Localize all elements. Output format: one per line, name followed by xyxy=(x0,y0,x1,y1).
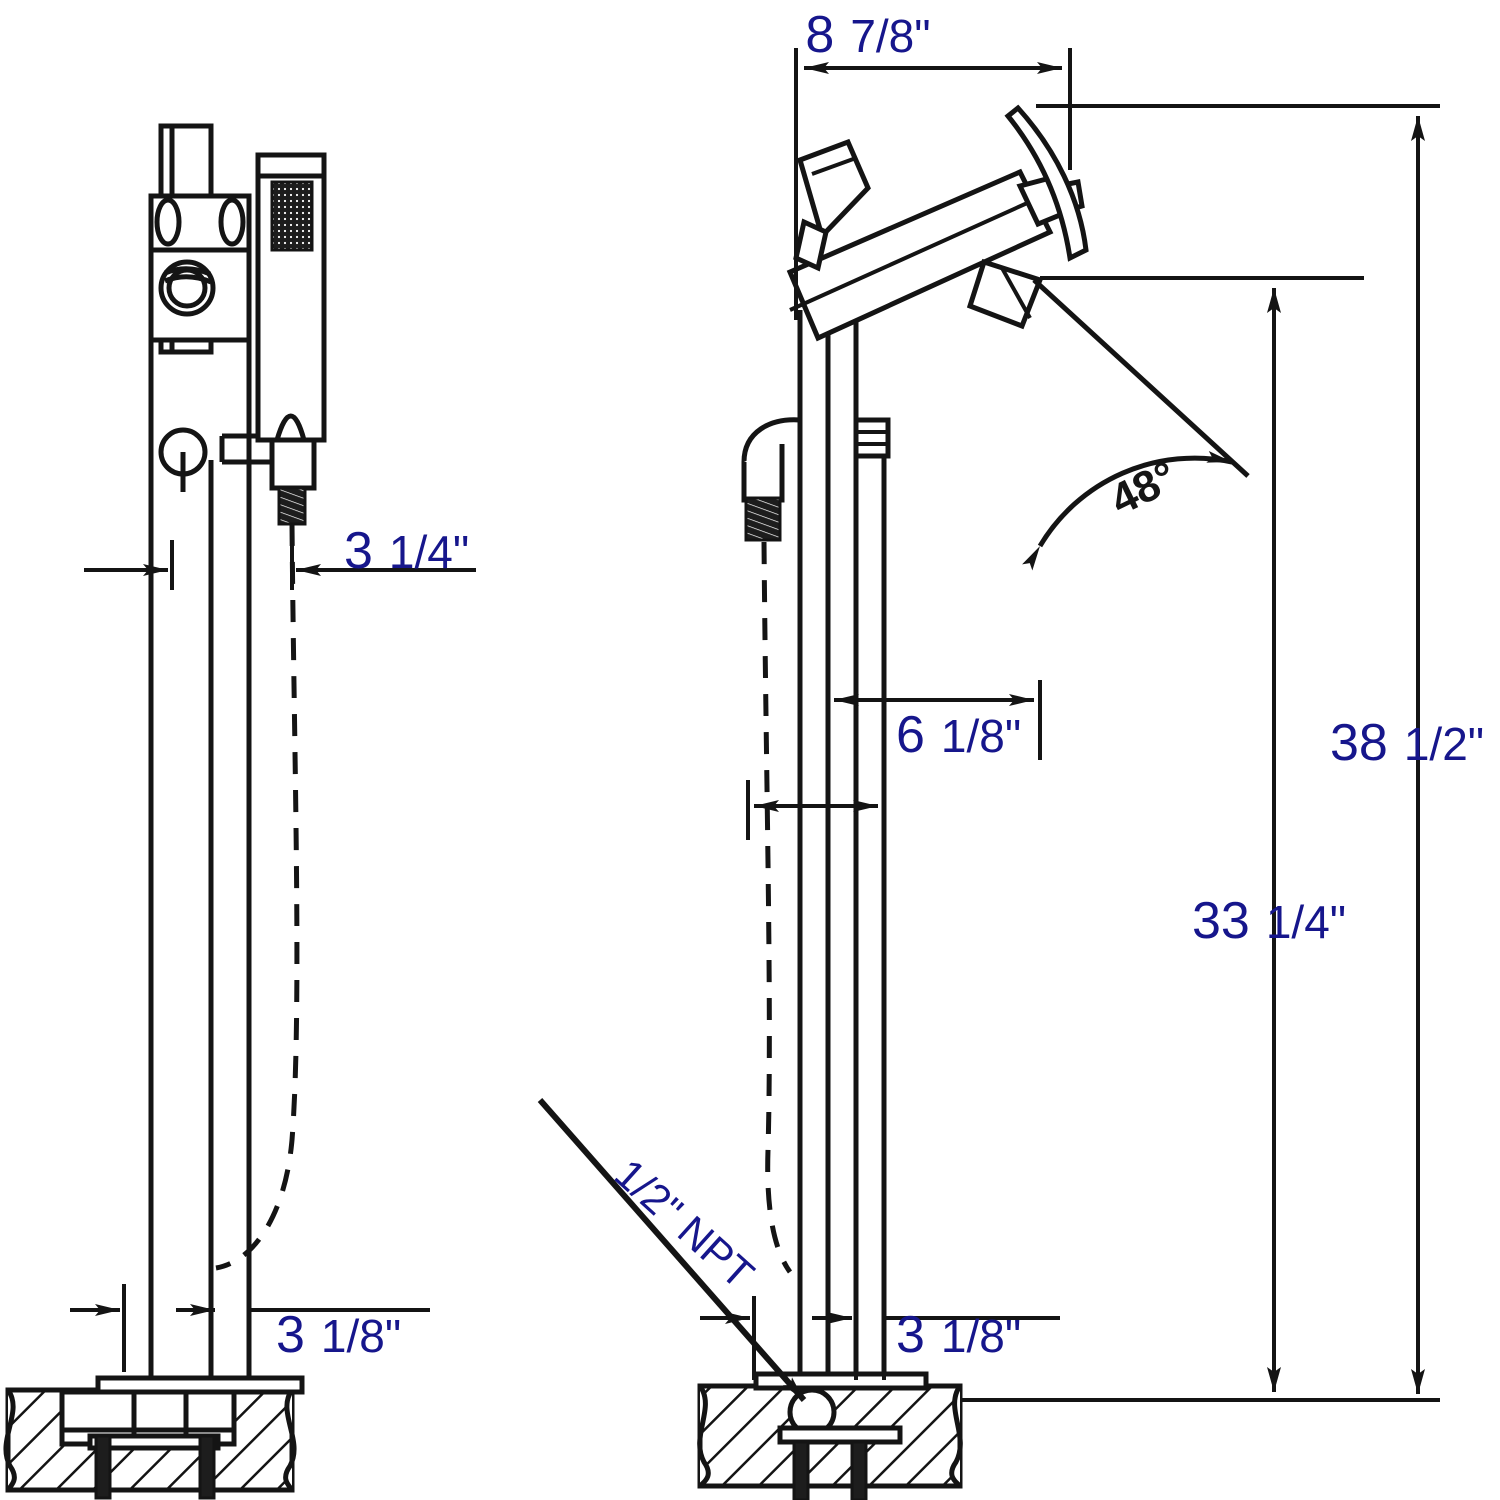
dim-handheld-side xyxy=(826,680,1042,760)
dim-label-npt: 1/2" NPT xyxy=(606,1150,763,1298)
front-riser xyxy=(148,340,252,1390)
front-diverter-knob xyxy=(158,427,208,492)
dim-spout-angle xyxy=(1022,278,1250,571)
side-hose xyxy=(761,541,793,1274)
dim-spout-reach xyxy=(794,48,1072,320)
side-handle-ribs xyxy=(853,417,891,459)
dim-base-side xyxy=(700,1296,1060,1380)
side-aerator-blade xyxy=(1004,104,1089,262)
dim-label-spout-angle: 48° xyxy=(1103,452,1184,525)
dim-hose-side xyxy=(746,780,886,840)
front-hose xyxy=(215,523,300,1271)
side-view xyxy=(537,48,1440,1500)
side-handheld-wand xyxy=(793,138,871,272)
dim-base-front xyxy=(70,1284,430,1372)
dim-spout-height xyxy=(1040,276,1364,1392)
side-floor-section xyxy=(697,1371,963,1500)
side-swivel-joint xyxy=(966,258,1044,330)
front-body-column xyxy=(148,247,252,343)
dim-overall-height xyxy=(960,104,1440,1402)
front-view xyxy=(3,123,476,1500)
front-floor-section xyxy=(3,1375,305,1500)
dim-handheld-offset xyxy=(84,540,476,590)
side-hose-outlet xyxy=(741,417,801,542)
leader-npt xyxy=(537,1098,807,1402)
front-handheld-wand xyxy=(255,152,327,526)
